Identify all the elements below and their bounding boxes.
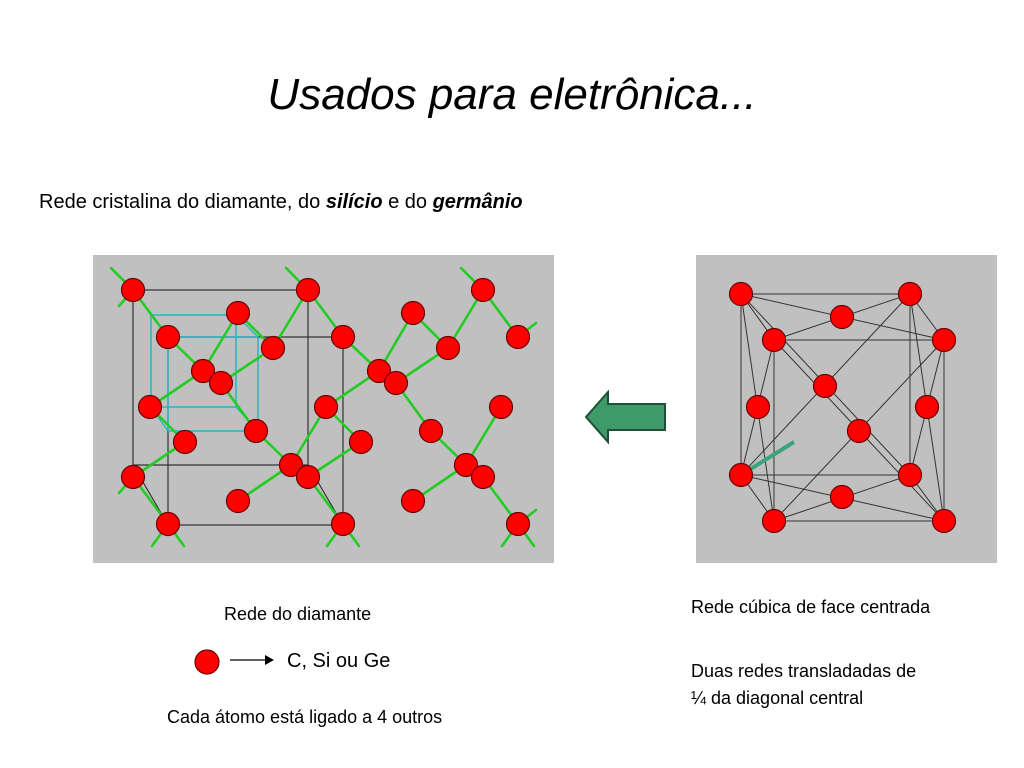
diamond-bonding-note: Cada átomo está ligado a 4 outros xyxy=(167,707,443,727)
lattice-atom xyxy=(400,300,426,326)
lattice-atom xyxy=(243,418,269,444)
lattice-atom xyxy=(155,511,181,537)
lattice-atom xyxy=(190,358,216,384)
fcc-atom xyxy=(914,394,940,420)
fcc-lattice-diagram xyxy=(696,255,997,563)
arrow-left-shape xyxy=(584,390,666,444)
lattice-atom xyxy=(225,300,251,326)
lattice-atom xyxy=(120,464,146,490)
slide-title: Usados para eletrônica... xyxy=(267,70,757,119)
fcc-atom xyxy=(897,462,923,488)
lattice-atom xyxy=(313,394,339,420)
fcc-translation-line-1: Duas redes transladadas de xyxy=(691,661,917,681)
fcc-atom xyxy=(829,484,855,510)
lattice-atom xyxy=(330,324,356,350)
fcc-atom xyxy=(728,281,754,307)
lattice-atom xyxy=(453,452,479,478)
lattice-atom xyxy=(470,277,496,303)
diamond-caption: Rede do diamante xyxy=(224,604,372,624)
lattice-atom xyxy=(278,452,304,478)
lattice-atom xyxy=(208,370,234,396)
fcc-atom xyxy=(728,462,754,488)
subtitle-germanium: germânio xyxy=(432,191,523,213)
lattice-atom xyxy=(366,358,392,384)
fcc-atom xyxy=(745,394,771,420)
lattice-atom xyxy=(418,418,444,444)
fcc-atom xyxy=(897,281,923,307)
fcc-translation-note: Duas redes transladadas de ¼ da diagonal … xyxy=(691,658,916,712)
subtitle-text-1: Rede cristalina do diamante, do xyxy=(39,191,326,213)
subtitle-silicon: silício xyxy=(325,191,383,213)
lattice-atom xyxy=(505,511,531,537)
lattice-atom xyxy=(155,324,181,350)
lattice-atom xyxy=(260,335,286,361)
fcc-atom xyxy=(812,373,838,399)
lattice-atom xyxy=(137,394,163,420)
lattice-atom xyxy=(225,488,251,514)
lattice-atom xyxy=(330,511,356,537)
fcc-atom xyxy=(761,327,787,353)
fcc-atoms xyxy=(728,281,957,534)
fcc-atom xyxy=(931,327,957,353)
lattice-atom xyxy=(488,394,514,420)
lattice-atom xyxy=(383,370,409,396)
lattice-atom xyxy=(295,464,321,490)
legend-label: C, Si ou Ge xyxy=(287,650,391,672)
slide-subtitle: Rede cristalina do diamante, do silício … xyxy=(39,191,523,214)
legend-arrow-icon xyxy=(230,655,274,665)
lattice-atom xyxy=(348,429,374,455)
legend-atom-icon xyxy=(194,649,220,675)
fcc-atom xyxy=(931,508,957,534)
diamond-lattice-diagram xyxy=(93,255,554,563)
lattice-atom xyxy=(400,488,426,514)
lattice-atom xyxy=(435,335,461,361)
lattice-atom xyxy=(295,277,321,303)
fcc-atom xyxy=(846,418,872,444)
fcc-atom xyxy=(761,508,787,534)
lattice-atom xyxy=(120,277,146,303)
subtitle-text-2: e do xyxy=(382,191,433,213)
fcc-caption: Rede cúbica de face centrada xyxy=(691,597,931,617)
lattice-atom xyxy=(505,324,531,350)
fcc-atom xyxy=(829,304,855,330)
fcc-translation-line-2: ¼ da diagonal central xyxy=(691,688,864,708)
diamond-atoms xyxy=(120,277,531,537)
arrow-left-icon xyxy=(584,390,666,444)
lattice-atom xyxy=(470,464,496,490)
lattice-atom xyxy=(172,429,198,455)
